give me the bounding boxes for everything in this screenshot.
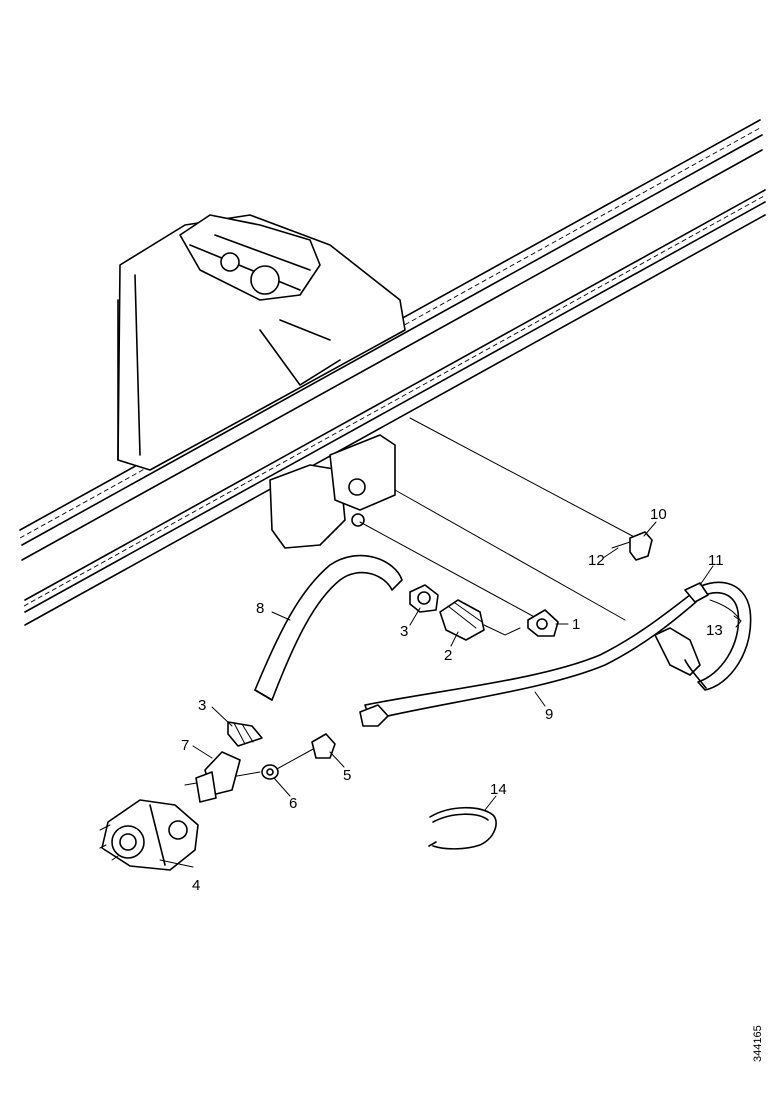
callout-8: 8	[256, 600, 265, 617]
callout-13: 13	[706, 622, 723, 639]
fitting-3-upper	[409, 584, 439, 613]
return-loop	[654, 581, 752, 691]
document-reference: 344165	[752, 1025, 764, 1062]
connector-1	[527, 609, 559, 637]
callout-9: 9	[545, 706, 554, 723]
washer-6	[261, 764, 279, 780]
elbow-7	[195, 751, 241, 803]
filter-2	[439, 599, 521, 641]
sleeve-3-lower	[227, 721, 263, 747]
callout-3-lower: 3	[198, 697, 207, 714]
leader-lines	[184, 417, 641, 786]
callout-7: 7	[181, 737, 190, 754]
frame-rails	[19, 119, 766, 626]
callout-5: 5	[343, 767, 352, 784]
callout-4: 4	[192, 877, 201, 894]
callout-10: 10	[650, 506, 667, 523]
fuel-tank	[117, 214, 406, 549]
callout-12: 12	[588, 552, 605, 569]
callout-3-upper: 3	[400, 623, 409, 640]
union-5	[311, 704, 389, 759]
callout-2: 2	[444, 647, 453, 664]
callout-11: 11	[708, 552, 724, 569]
hose-8	[254, 554, 403, 701]
callout-leaders	[159, 521, 714, 868]
callout-1: 1	[572, 616, 581, 633]
clip-10	[611, 531, 653, 561]
band-clamp-14	[428, 806, 497, 850]
pump-4	[99, 799, 199, 871]
hose-9	[364, 594, 697, 721]
callout-6: 6	[289, 795, 298, 812]
callout-14: 14	[490, 781, 507, 798]
